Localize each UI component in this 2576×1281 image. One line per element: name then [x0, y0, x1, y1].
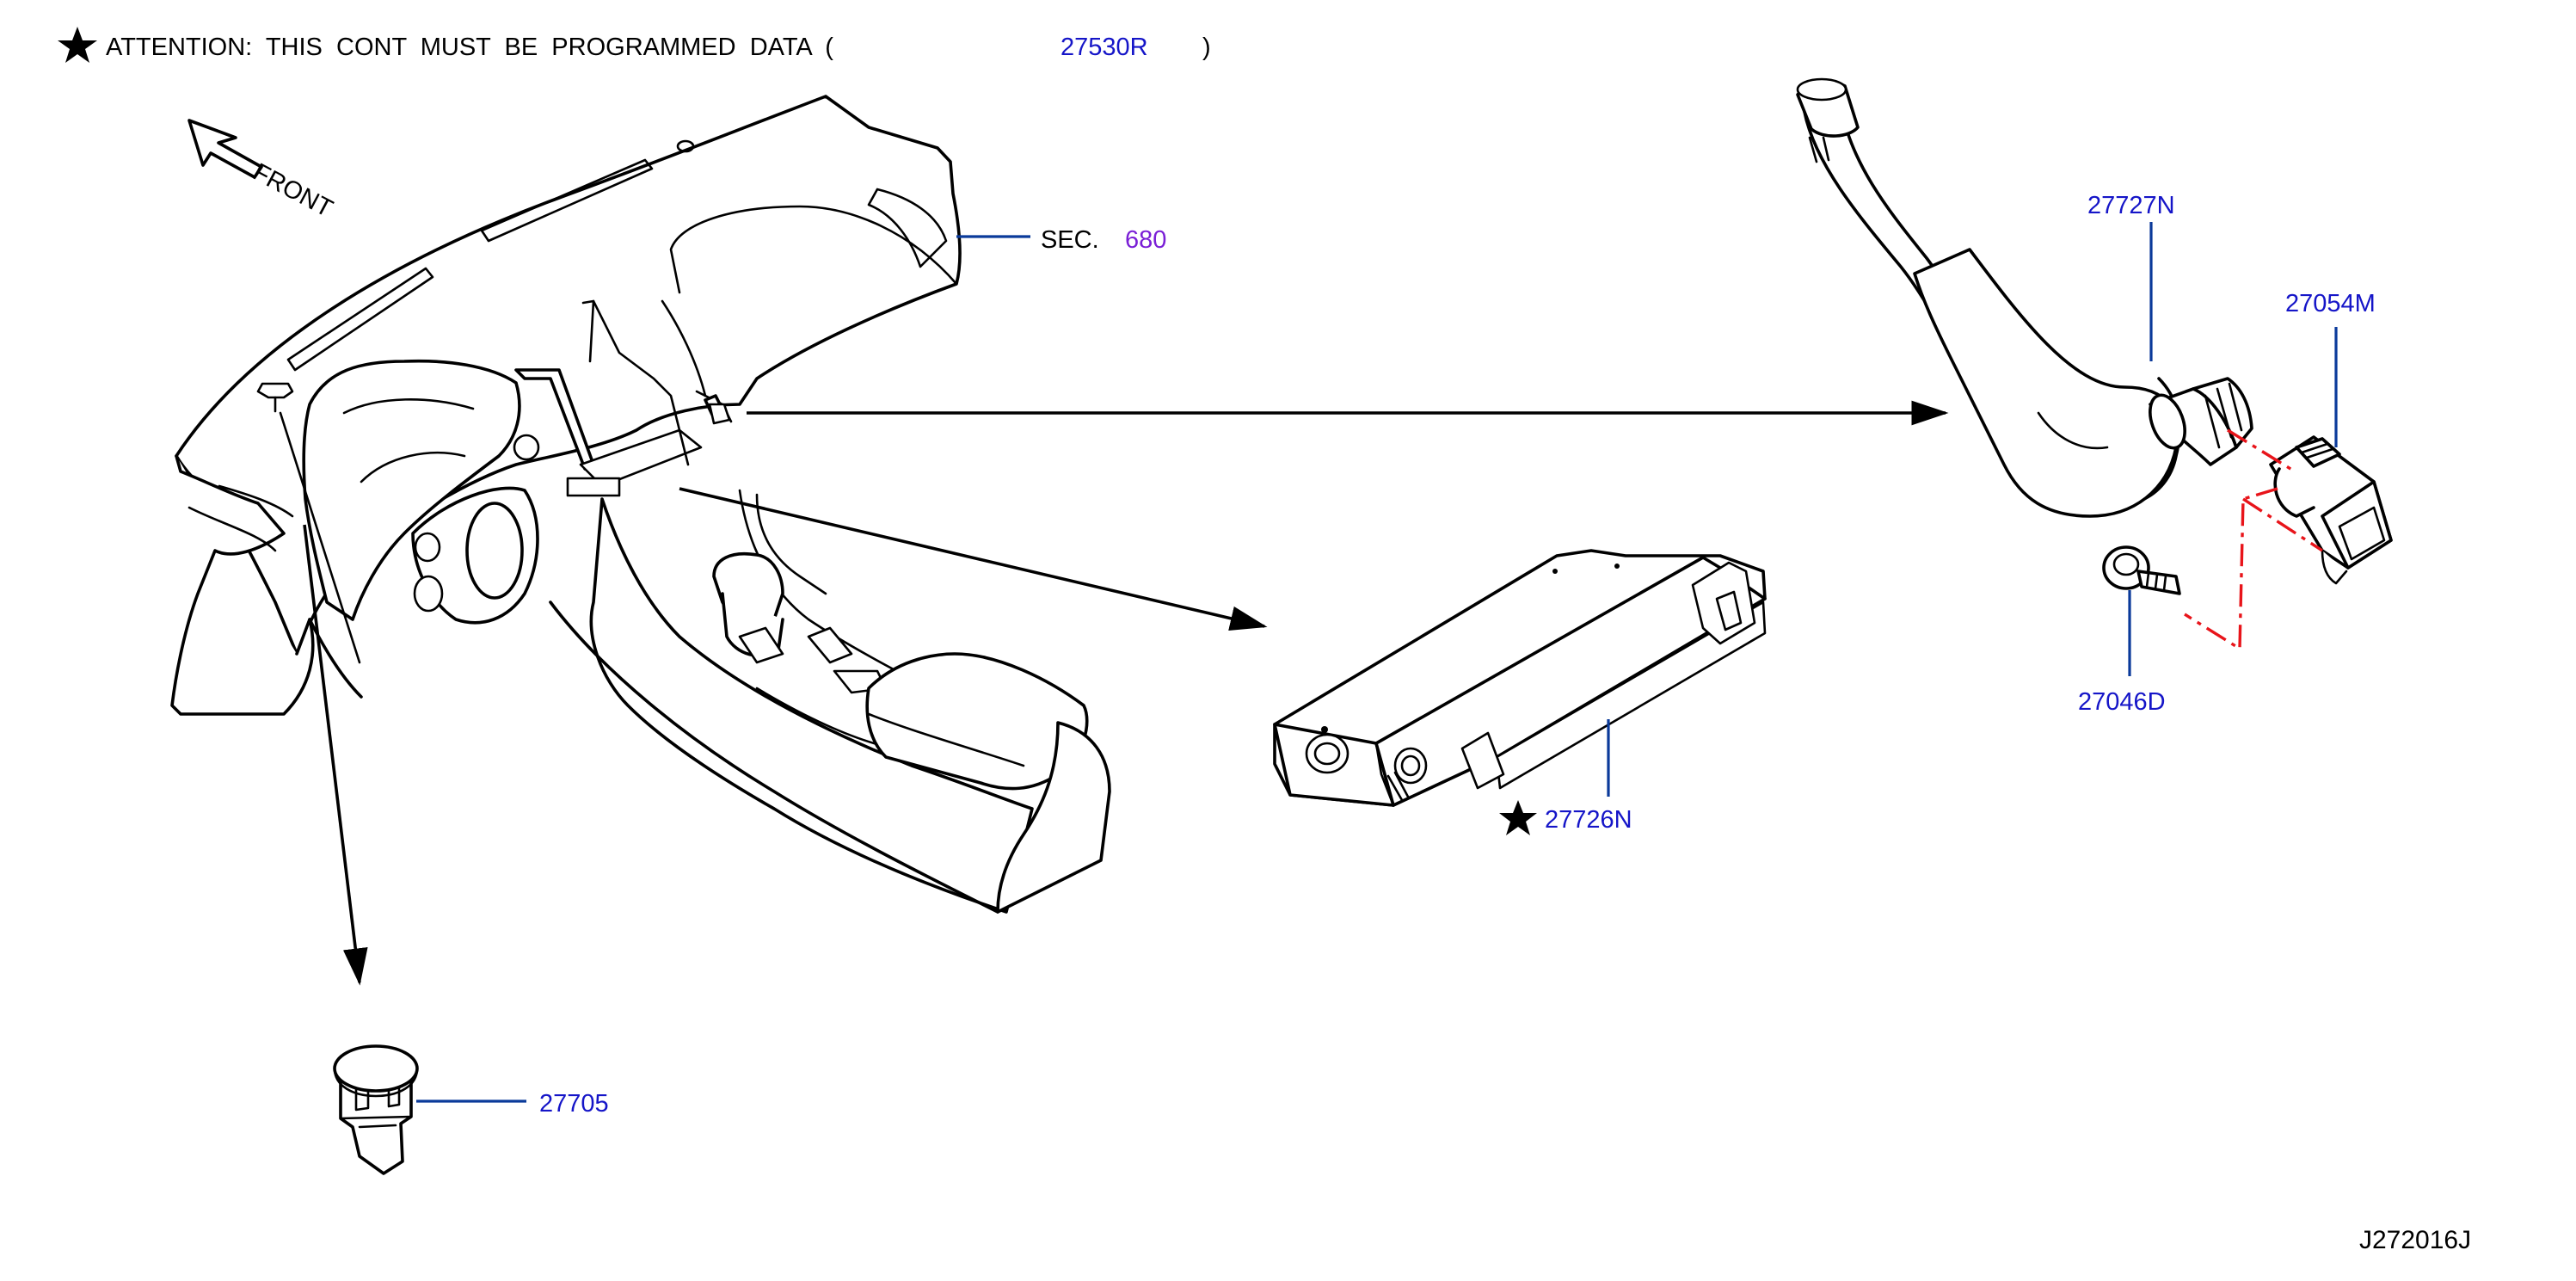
attention-part-number[interactable]: 27530R	[1061, 34, 1148, 61]
feeder-labels: 27727N 27054M 27046D	[2078, 192, 2376, 716]
control-unit-illustration	[1273, 549, 1767, 807]
switch-27705-label: 27705	[416, 1090, 609, 1118]
instrument-panel-illustration	[170, 95, 1111, 914]
dashed-link-lines	[2184, 428, 2323, 652]
part-number-27054M[interactable]: 27054M	[2285, 290, 2376, 317]
section-reference: SEC. 680	[956, 226, 1166, 254]
part-number-27726N[interactable]: 27726N	[1545, 806, 1632, 834]
section-prefix: SEC.	[1041, 226, 1099, 254]
arrow-to-switch	[303, 524, 368, 986]
antenna-feeder-illustration	[1796, 77, 2393, 595]
front-label: FRONT	[249, 158, 337, 223]
attention-text: ATTENTION: THIS CONT MUST BE PROGRAMMED …	[106, 34, 833, 61]
black-star-icon	[58, 27, 97, 63]
black-star-icon	[1499, 800, 1537, 835]
attention-close-paren: )	[1202, 34, 1211, 61]
front-arrow-icon: FRONT	[188, 119, 337, 223]
part-number-27727N[interactable]: 27727N	[2087, 192, 2175, 219]
switch-27705-illustration	[333, 1044, 419, 1175]
arrow-to-control-unit	[679, 487, 1268, 631]
control-unit-label: 27726N	[1499, 719, 1632, 835]
part-number-27705[interactable]: 27705	[539, 1090, 609, 1118]
attention-note: ATTENTION: THIS CONT MUST BE PROGRAMMED …	[58, 27, 1211, 63]
diagram-code: J272016J	[2359, 1226, 2471, 1254]
leader-arrows	[303, 400, 1949, 986]
section-number[interactable]: 680	[1125, 226, 1166, 254]
part-number-27046D[interactable]: 27046D	[2078, 688, 2166, 716]
